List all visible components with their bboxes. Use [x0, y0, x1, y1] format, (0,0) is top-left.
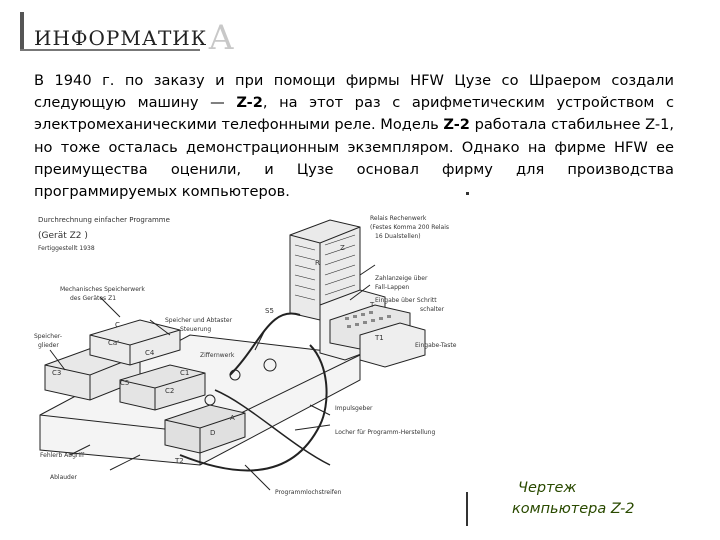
label-relais: Relais Rechenwerk [370, 215, 427, 222]
label-z: Z [340, 244, 345, 252]
stray-dot [466, 192, 469, 195]
logo: ИНФОРМАТИКА [34, 14, 235, 58]
label-fall: Fall-Lappen [375, 284, 409, 291]
label-title2: (Gerät Z2 ) [38, 231, 88, 241]
label-glieder: Speicher- [34, 333, 62, 340]
label-c4: C4 [145, 349, 155, 357]
label-entwerk: Ziffernwerk [200, 352, 235, 359]
label-zahlanz: Zahlanzeige über [375, 275, 428, 282]
label-d: D [210, 429, 215, 437]
model-name-bold-2: Z-2 [443, 116, 470, 134]
label-c3: C3 [52, 369, 61, 377]
label-fehler: Fehlerb Abgriff [40, 452, 85, 459]
logo-last-letter: А [208, 18, 235, 58]
label-t: T [369, 301, 375, 309]
caption-line-2: компьютера Z-2 [512, 501, 635, 517]
header-accent-bar [20, 12, 24, 50]
label-eingabe: Eingabe über Schritt [375, 297, 437, 304]
label-programm: Programmlochstreifen [275, 489, 342, 496]
label-impuls: Impulsgeber [335, 405, 373, 412]
label-dualst: 16 Dualstellen) [375, 233, 421, 240]
label-t1: T1 [374, 334, 384, 342]
label-glieder2: glieder [38, 342, 59, 349]
label-ablauf: Ablauder [50, 474, 78, 481]
label-c: C [115, 321, 120, 329]
drawing-caption: Чертеж компьютера Z-2 [512, 478, 635, 520]
text-part-1: В 1940 г. по заказу и при помощи фирмы H… [34, 72, 674, 112]
label-s5: S5 [265, 307, 274, 315]
label-title3: Fertiggestellt 1938 [38, 245, 95, 252]
label-c2: C2 [165, 387, 174, 395]
label-speicher: Mechanisches Speicherwerk [60, 286, 145, 293]
z2-drawing: Durchrechnung einfacher Programme (Gerät… [34, 215, 457, 496]
label-festes: (Festes Komma 200 Relais [370, 224, 449, 231]
label-t2: T2 [174, 457, 184, 465]
logo-main: ИНФОРМАТИК [34, 26, 208, 50]
label-eingabe-taste: Eingabe-Taste [415, 342, 457, 349]
label-locher: Locher für Programm-Herstellung [335, 429, 435, 436]
label-geraet: des Gerätes Z1 [70, 295, 116, 302]
label-steuer: Speicher und Abtaster [165, 317, 233, 324]
caption-divider [466, 492, 468, 526]
label-steuer2: Steuerung [180, 326, 211, 333]
label-schalter: schalter [420, 306, 445, 313]
label-title1: Durchrechnung einfacher Programme [38, 216, 170, 224]
caption-line-1: Чертеж [518, 480, 577, 496]
label-r: R [315, 259, 320, 267]
label-a: A [230, 414, 235, 422]
label-ca: Ca' [108, 339, 119, 347]
text-part-2: , на этот раз с арифметическим устройств… [34, 94, 674, 134]
body-paragraph: В 1940 г. по заказу и при помощи фирмы H… [34, 70, 674, 203]
text-part-3: работала стабильнее Z-1, но тоже осталас… [34, 116, 675, 201]
model-name-bold: Z-2 [236, 94, 263, 112]
label-c1: C1 [180, 369, 189, 377]
header-rule [20, 49, 200, 51]
label-c5: C5 [120, 379, 129, 387]
